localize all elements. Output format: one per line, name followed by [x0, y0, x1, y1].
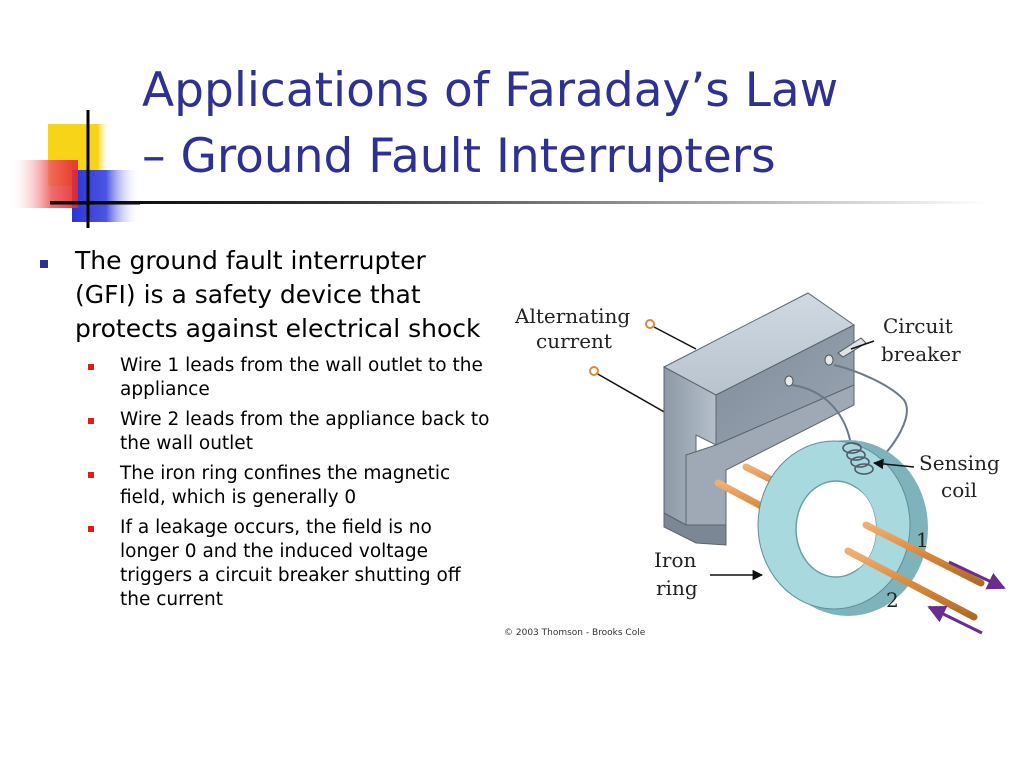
label-iron-ring-line2: ring [656, 576, 698, 600]
wire-2-front [844, 547, 978, 621]
slide-title-line1: Applications of Faraday’s Law [142, 63, 839, 118]
alternating-current-leader-1 [653, 326, 697, 350]
sub-bullet-text: The iron ring confines the magnetic fiel… [120, 463, 451, 508]
label-circuit-breaker-line2: breaker [881, 342, 961, 366]
label-alternating-current-line1: Alternating [514, 304, 630, 328]
sub-bullet-square-icon [88, 472, 94, 478]
sensing-coil-arrow [872, 458, 915, 470]
label-circuit-breaker-line1: Circuit [883, 314, 953, 338]
main-bullet-text: The ground fault interrupter (GFI) is a … [75, 246, 481, 343]
label-iron-ring-line1: Iron [654, 548, 697, 572]
breaker-contact-2-icon [824, 354, 834, 366]
sub-bullet: The iron ring confines the magnetic fiel… [36, 462, 491, 510]
sub-bullet: If a leakage occurs, the field is no lon… [36, 516, 491, 612]
deco-blue-square [72, 170, 140, 222]
breaker-pointer [850, 340, 875, 350]
sub-bullet-square-icon [88, 364, 94, 370]
bullet-list: The ground fault interrupter (GFI) is a … [36, 244, 491, 618]
ring-hole-inner-shadow [812, 485, 876, 573]
slide-title-line2: – Ground Fault Interrupters [142, 129, 776, 184]
iron-core-block [662, 292, 855, 546]
bullet-square-icon [40, 260, 48, 268]
corner-decoration [12, 110, 140, 228]
label-wire-2: 2 [886, 588, 899, 612]
figure-credit: © 2003 Thomson - Brooks Cole [504, 628, 646, 638]
label-sensing-coil-line1: Sensing [919, 451, 1000, 475]
main-bullet: The ground fault interrupter (GFI) is a … [36, 244, 491, 346]
sub-bullet-text: Wire 1 leads from the wall outlet to the… [120, 355, 483, 400]
wire-2-direction-arrow [927, 605, 983, 635]
sub-bullet-text: If a leakage occurs, the field is no lon… [120, 517, 461, 610]
terminal-1-icon [645, 319, 655, 329]
sub-bullet-text: Wire 2 leads from the appliance back to … [120, 409, 490, 454]
sub-bullet-square-icon [88, 418, 94, 424]
alternating-current-leader-2 [595, 372, 667, 414]
deco-red-square [12, 160, 78, 208]
label-wire-1: 1 [916, 528, 929, 552]
coil-lead-1 [791, 384, 852, 446]
coil-lead-2 [833, 364, 908, 466]
label-alternating-current-line2: current [536, 329, 612, 353]
slide-title: Applications of Faraday’s Law – Ground F… [142, 58, 1012, 190]
terminal-2-icon [589, 366, 599, 376]
sub-bullet-square-icon [88, 526, 94, 532]
title-underline [50, 201, 990, 204]
sub-bullet-list: Wire 1 leads from the wall outlet to the… [36, 354, 491, 612]
sub-bullet: Wire 1 leads from the wall outlet to the… [36, 354, 491, 402]
block-bottom-face [663, 512, 727, 546]
sub-bullet: Wire 2 leads from the appliance back to … [36, 408, 491, 456]
gfi-diagram: Alternating current Circuit breaker Sens… [496, 285, 1020, 650]
wire-1-front [862, 521, 985, 587]
wire-1-direction-arrow [948, 560, 1006, 590]
label-sensing-coil-line2: coil [941, 478, 977, 502]
breaker-contact-1-icon [784, 375, 794, 387]
